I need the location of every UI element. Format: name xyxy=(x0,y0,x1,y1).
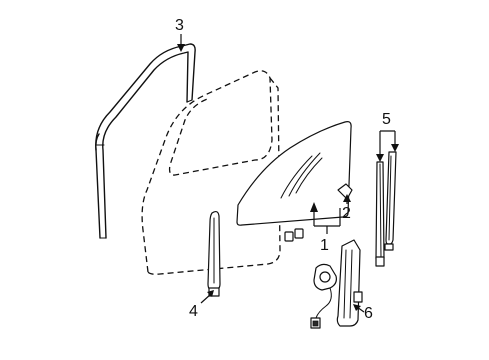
clip-part-2 xyxy=(337,183,353,200)
callout-1: 1 xyxy=(310,202,341,254)
callout-2-label: 2 xyxy=(342,205,351,222)
callout-4-label: 4 xyxy=(189,303,198,320)
callout-3-label: 3 xyxy=(175,17,184,34)
sash-channels-part-5 xyxy=(375,151,397,267)
callout-4: 4 xyxy=(189,290,214,320)
callout-5: 5 xyxy=(376,111,399,162)
callout-6-label: 6 xyxy=(364,305,373,322)
regulator-part-6 xyxy=(310,239,363,329)
weatherstrip-part-3 xyxy=(95,43,196,239)
door-outline xyxy=(141,70,281,275)
callout-5-label: 5 xyxy=(382,111,391,128)
rear-channel-part-4 xyxy=(207,210,221,297)
callout-6: 6 xyxy=(353,304,373,322)
door-glass-part-1 xyxy=(236,121,352,242)
callout-3: 3 xyxy=(175,17,185,52)
callout-2: 2 xyxy=(342,194,351,222)
callout-1-label: 1 xyxy=(320,237,329,254)
